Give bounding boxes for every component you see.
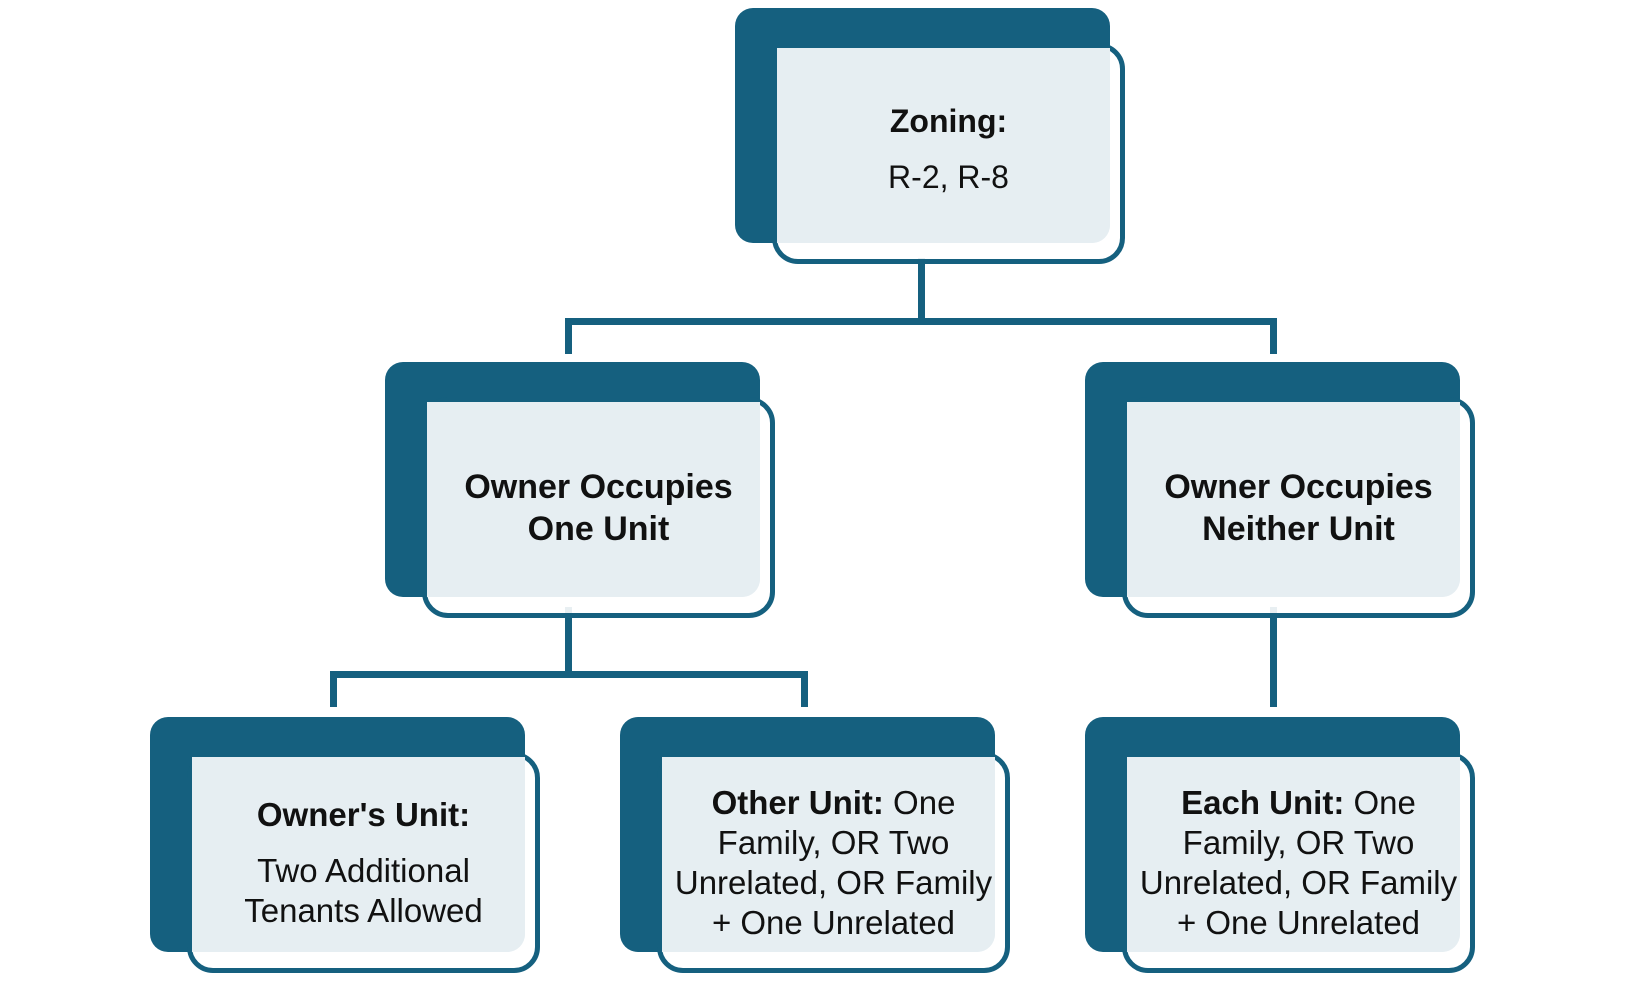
node-owner-occupies-neither-unit: Owner Occupies Neither Unit: [1085, 362, 1475, 618]
node-text: Zoning: R-2, R-8: [777, 48, 1120, 259]
node-overlap-panel: [777, 48, 1110, 243]
other-unit-text-block: Other Unit: One Family, OR Two Unrelated…: [672, 783, 995, 943]
node-text: Each Unit: One Family, OR Two Unrelated,…: [1127, 757, 1470, 968]
connector-owner-neither-stem: [1270, 607, 1277, 707]
node-text: Other Unit: One Family, OR Two Unrelated…: [662, 757, 1005, 968]
other-unit-body: One Family, OR Two Unrelated, OR Family …: [674, 783, 993, 941]
node-owners-unit: Owner's Unit: Two Additional Tenants All…: [150, 717, 540, 973]
connector-owner-unit-drop: [330, 671, 337, 707]
each-unit-body: One Family, OR Two Unrelated, OR Family …: [1139, 783, 1458, 941]
connector-left-drop: [565, 318, 572, 354]
other-unit-title: Other Unit:: [711, 783, 884, 821]
node-each-unit: Each Unit: One Family, OR Two Unrelated,…: [1085, 717, 1475, 973]
zoning-body: R-2, R-8: [888, 158, 1009, 195]
connector-owner-one-stem: [565, 607, 572, 676]
connector-root-stem: [918, 258, 925, 323]
node-text: Owner Occupies Neither Unit: [1127, 402, 1470, 613]
owner-unit-title: Owner's Unit:: [256, 795, 471, 833]
connector-other-unit-drop: [801, 671, 808, 707]
node-overlap-panel: [1127, 402, 1460, 597]
node-overlap-panel: [192, 757, 525, 952]
node-overlap-panel: [427, 402, 760, 597]
owner-neither-title: Owner Occupies Neither Unit: [1164, 467, 1433, 548]
owner-one-title: Owner Occupies One Unit: [464, 467, 733, 548]
node-text: Owner's Unit: Two Additional Tenants All…: [192, 757, 535, 968]
node-text: Owner Occupies One Unit: [427, 402, 770, 613]
owner-unit-body: Two Additional Tenants Allowed: [244, 851, 483, 929]
connector-level1-bar: [565, 318, 1277, 325]
each-unit-text-block: Each Unit: One Family, OR Two Unrelated,…: [1137, 783, 1460, 943]
node-zoning: Zoning: R-2, R-8: [735, 8, 1125, 264]
connector-right-drop: [1270, 318, 1277, 354]
node-overlap-panel: [1127, 757, 1460, 952]
node-owner-occupies-one-unit: Owner Occupies One Unit: [385, 362, 775, 618]
node-other-unit: Other Unit: One Family, OR Two Unrelated…: [620, 717, 1010, 973]
connector-level2-left-bar: [330, 671, 808, 678]
each-unit-title: Each Unit:: [1181, 783, 1345, 821]
zoning-title: Zoning:: [889, 102, 1008, 139]
node-overlap-panel: [662, 757, 995, 952]
